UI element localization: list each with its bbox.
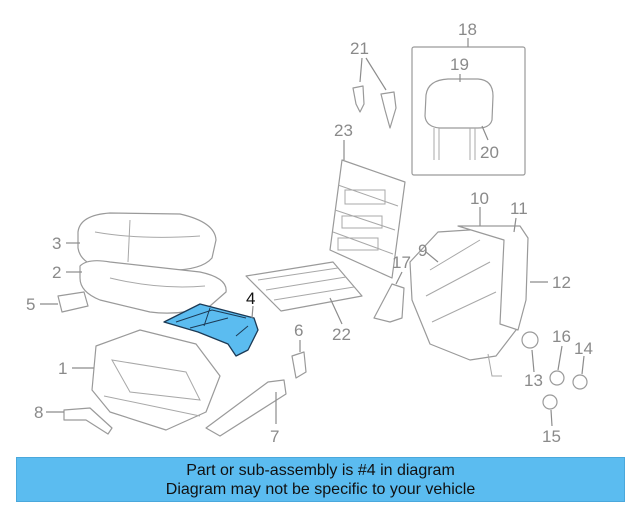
callout-20: 20	[480, 143, 499, 162]
callout-6: 6	[294, 321, 303, 340]
callout-21: 21	[350, 39, 369, 58]
callout-12: 12	[552, 273, 571, 292]
callout-15: 15	[542, 427, 561, 446]
callout-4: 4	[246, 289, 255, 308]
highlighted-part-4	[163, 303, 259, 357]
callout-22: 22	[332, 325, 351, 344]
headrest-assembly	[411, 38, 526, 176]
seat-frame	[72, 329, 221, 431]
part-6	[291, 340, 307, 379]
headrest-guides	[352, 57, 397, 129]
callout-19: 19	[450, 55, 469, 74]
part-5	[40, 291, 89, 313]
callout-7: 7	[270, 427, 279, 446]
callout-9: 9	[418, 241, 427, 260]
seat-mat	[245, 261, 363, 325]
callout-18: 18	[458, 20, 477, 39]
callout-14: 14	[574, 339, 593, 358]
part-17	[373, 271, 405, 323]
callout-8: 8	[34, 403, 43, 422]
cushion-cover	[66, 212, 217, 271]
callout-2: 2	[52, 263, 61, 282]
parts-diagram: 1 2 3 4 5 6 7 8 9 10 11 12 13 14 15 16 1…	[26, 20, 593, 446]
info-banner: Part or sub-assembly is #4 in diagram Di…	[16, 457, 625, 502]
part-8	[46, 407, 113, 435]
callout-1: 1	[58, 359, 67, 378]
banner-line-1: Part or sub-assembly is #4 in diagram	[186, 461, 455, 479]
callout-labels: 1 2 3 4 5 6 7 8 9 10 11 12 13 14 15 16 1…	[26, 20, 593, 446]
seatback-frame	[329, 140, 406, 279]
banner-line-2: Diagram may not be specific to your vehi…	[165, 480, 476, 498]
callout-3: 3	[52, 234, 61, 253]
callout-13: 13	[524, 371, 543, 390]
hardware	[521, 331, 588, 427]
callout-5: 5	[26, 295, 35, 314]
part-7	[205, 379, 287, 437]
callout-10: 10	[470, 189, 489, 208]
callout-16: 16	[552, 327, 571, 346]
callout-23: 23	[334, 121, 353, 140]
callout-11: 11	[510, 199, 528, 218]
seatback-assembly	[409, 207, 548, 377]
callout-17: 17	[392, 253, 411, 272]
